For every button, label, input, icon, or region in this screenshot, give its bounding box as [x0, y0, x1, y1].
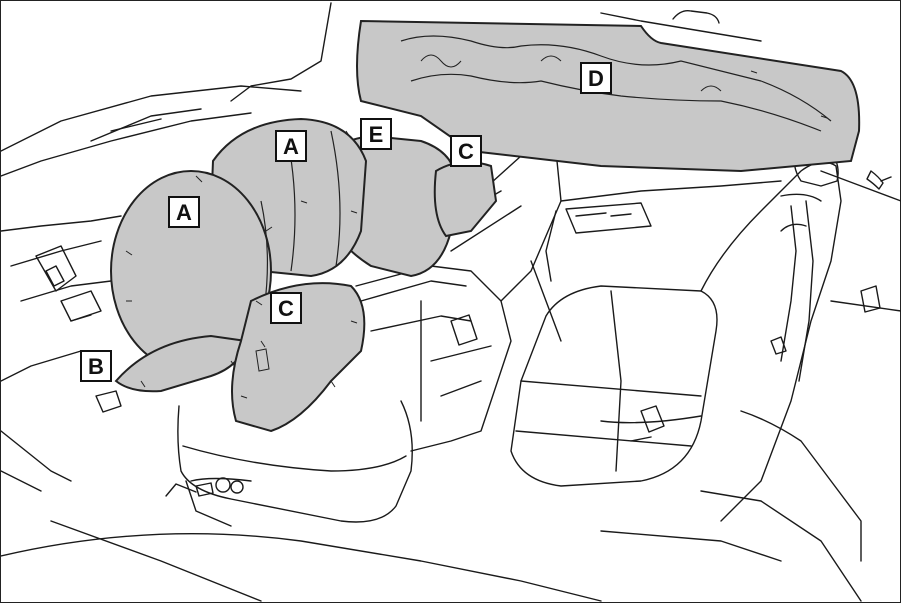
callout-c-upper: C: [450, 135, 482, 167]
svg-text:A: A: [176, 200, 192, 225]
callout-d: D: [580, 62, 612, 94]
callout-e: E: [360, 118, 392, 150]
callout-a-front: A: [168, 196, 200, 228]
passenger-side-airbag-c: [433, 161, 498, 238]
svg-text:C: C: [278, 296, 294, 321]
svg-text:C: C: [458, 139, 474, 164]
callout-b: B: [80, 350, 112, 382]
svg-text:B: B: [88, 354, 104, 379]
callout-a-rear: A: [275, 130, 307, 162]
svg-text:D: D: [588, 66, 604, 91]
svg-text:E: E: [369, 122, 384, 147]
callout-c-lower: C: [270, 292, 302, 324]
svg-text:A: A: [283, 134, 299, 159]
